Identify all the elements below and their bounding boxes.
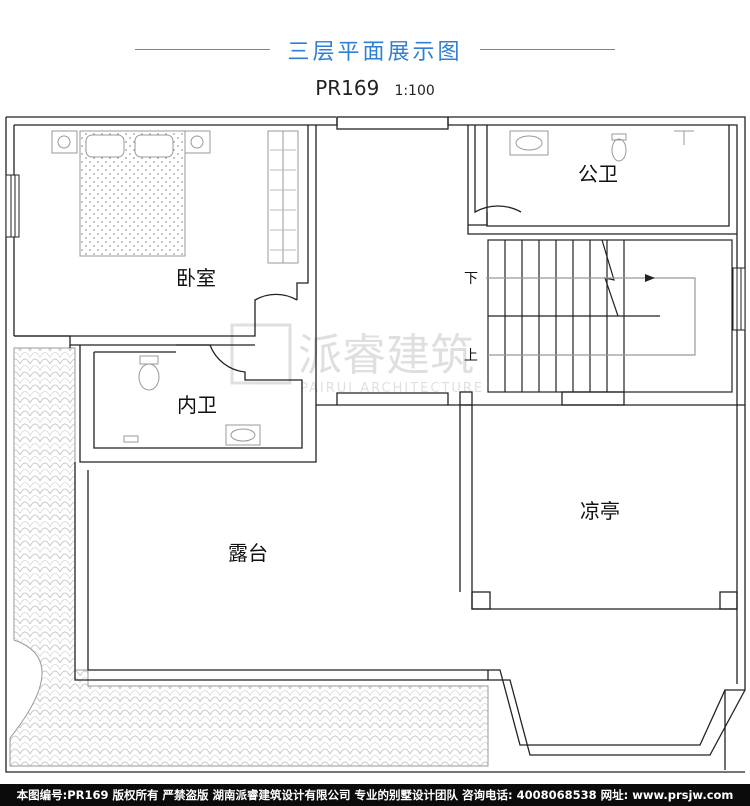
terrace-walls <box>74 462 746 756</box>
inner-bath-label: 内卫 <box>177 393 217 417</box>
watermark: 派睿建筑 PAIRUI ARCHITECTURE <box>230 323 484 396</box>
bed <box>51 130 211 257</box>
roof-tiles <box>9 347 489 767</box>
plan-code: PR169 <box>315 76 380 100</box>
pavilion-walls <box>336 391 745 610</box>
inner-bath-walls <box>79 344 317 463</box>
inner-bath-fixtures <box>123 355 261 446</box>
watermark-sub: PAIRUI ARCHITECTURE <box>300 381 484 396</box>
pavilion-label: 凉亭 <box>580 499 620 523</box>
plan-subtitle: PR169 1:100 <box>0 76 750 100</box>
wardrobe <box>267 130 299 264</box>
title-rule-left <box>135 49 270 50</box>
terrace-label: 露台 <box>228 541 268 565</box>
title-rule-right <box>480 49 615 50</box>
page-title: 三层平面展示图 <box>287 40 463 65</box>
public-bath-label: 公卫 <box>578 162 618 186</box>
floor-plan: 卧室 内卫 公卫 下 上 <box>5 116 746 773</box>
corridor-walls <box>467 125 737 235</box>
window-left <box>5 174 20 238</box>
stair-down-label: 下 <box>464 271 478 287</box>
stair-up-label: 上 <box>464 348 478 364</box>
footer-bar: 本图编号:PR169 版权所有 严禁盗版 湖南派睿建筑设计有限公司 专业的别墅设… <box>0 784 750 806</box>
stairwell <box>486 239 733 393</box>
watermark-brand: 派睿建筑 <box>298 330 474 381</box>
public-bath-fixtures <box>509 130 694 162</box>
window-right <box>732 267 746 331</box>
outer-walls <box>5 116 746 773</box>
plan-scale: 1:100 <box>394 83 435 99</box>
bedroom-label: 卧室 <box>176 266 216 290</box>
header: 三层平面展示图 PR169 1:100 <box>0 0 750 110</box>
